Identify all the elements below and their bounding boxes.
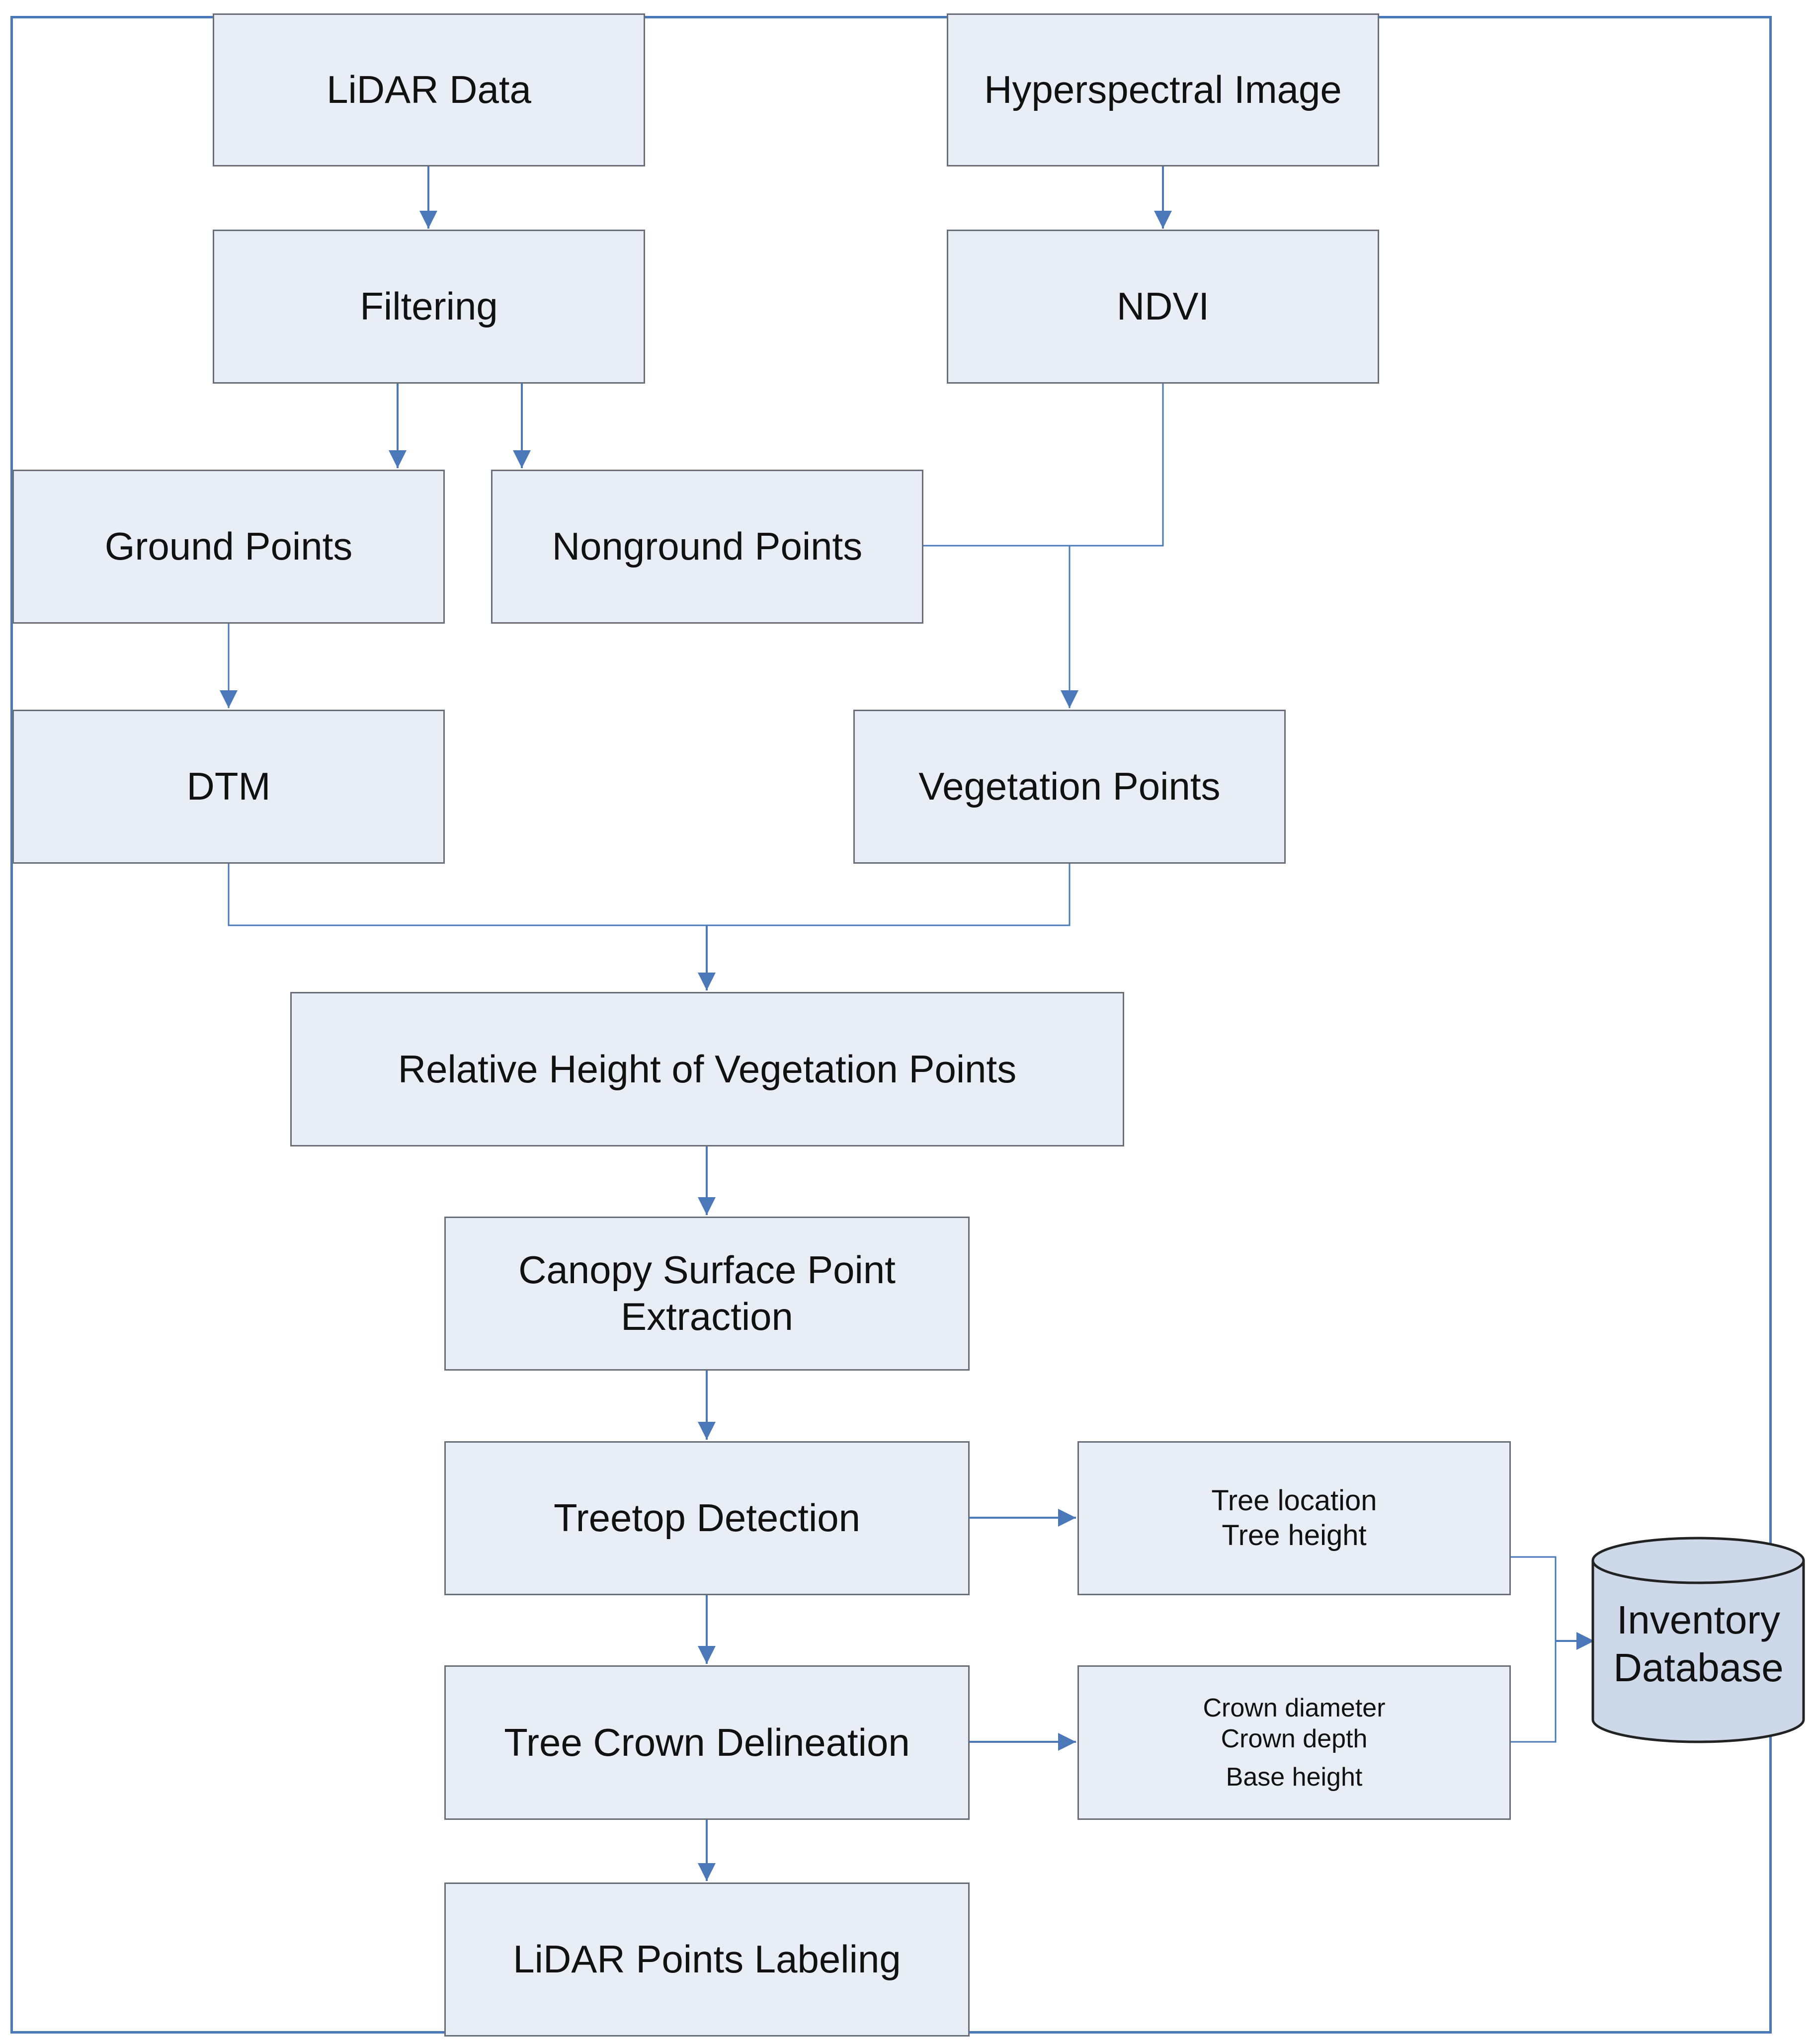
crown-diameter-label: Crown diameter: [1203, 1693, 1386, 1722]
canopy-line-1: Canopy Surface Point: [518, 1248, 896, 1292]
canopy-line-2: Extraction: [621, 1295, 793, 1338]
node-ground-points: Ground Points: [12, 470, 445, 624]
node-dtm: DTM: [12, 710, 445, 864]
inventory-database-label: Inventory Database: [1593, 1596, 1804, 1692]
tree-height-label: Tree height: [1222, 1519, 1367, 1552]
edge-attributes-join: [1511, 1556, 1557, 1743]
tree-location-label: Tree location: [1211, 1484, 1377, 1517]
base-height-label: Base height: [1226, 1762, 1363, 1792]
database-line-2: Database: [1613, 1645, 1784, 1690]
database-line-1: Inventory: [1616, 1598, 1781, 1642]
node-hyperspectral-image: Hyperspectral Image: [947, 13, 1379, 166]
database-cylinder: [1591, 1537, 1805, 1743]
node-filtering: Filtering: [213, 230, 645, 384]
node-lidar-data: LiDAR Data: [213, 13, 645, 166]
crown-depth-label: Crown depth: [1221, 1724, 1368, 1754]
node-vegetation-points: Vegetation Points: [853, 710, 1286, 864]
node-tree-attributes: Tree location Tree height: [1077, 1441, 1511, 1595]
node-lidar-points-labeling: LiDAR Points Labeling: [444, 1882, 970, 2037]
node-crown-attributes: Crown diameter Crown depth Base height: [1077, 1665, 1511, 1820]
node-relative-height: Relative Height of Vegetation Points: [290, 992, 1124, 1146]
node-ndvi: NDVI: [947, 230, 1379, 384]
node-canopy-surface: Canopy Surface Point Extraction: [444, 1217, 970, 1371]
node-tree-crown-delineation: Tree Crown Delineation: [444, 1665, 970, 1820]
node-nonground-points: Nonground Points: [491, 470, 923, 624]
node-treetop-detection: Treetop Detection: [444, 1441, 970, 1595]
edge-dtm-join: [228, 864, 1071, 926]
edge-ndvi-join: [923, 384, 1164, 547]
